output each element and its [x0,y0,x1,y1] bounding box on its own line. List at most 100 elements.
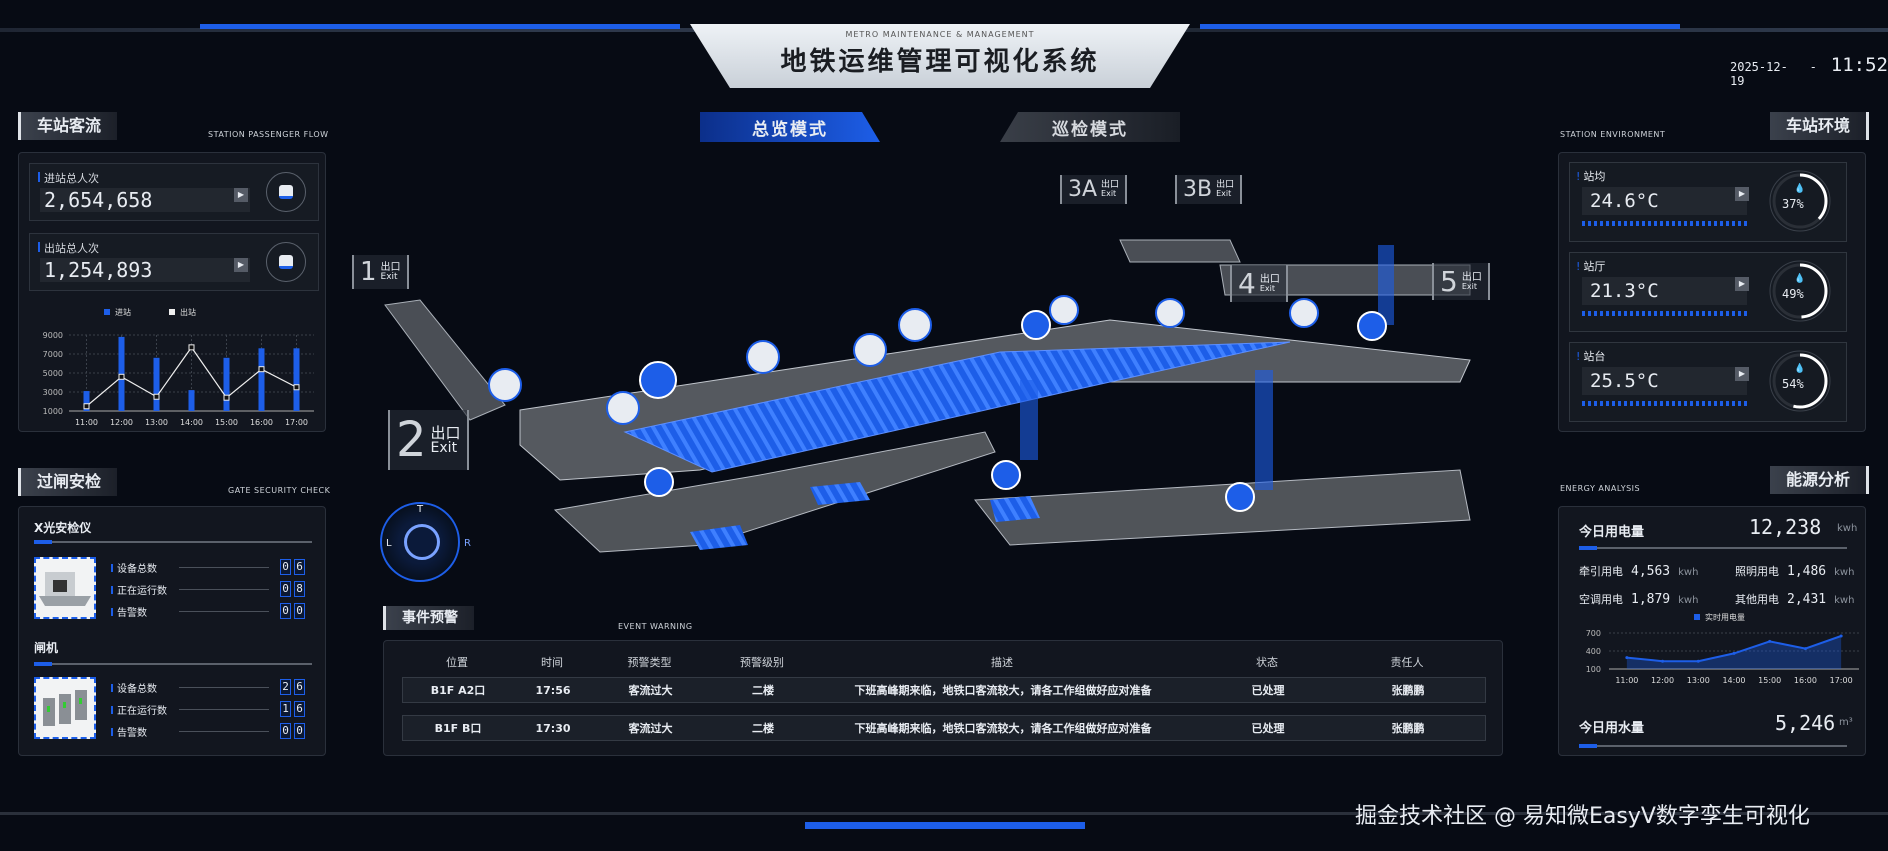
restroom-marker-icon[interactable] [991,460,1021,490]
environment-panel: 站均 24.6°C ▶ 💧 37% 站厅 21.3°C ▶ 💧 49% 站台 2… [1558,152,1866,432]
y-tick-label: 5000 [43,369,63,378]
view-compass[interactable]: T L R [380,502,471,582]
camera-marker-icon[interactable] [488,368,522,402]
x-tick-label: 12:00 [1651,676,1674,685]
water-label: 今日用水量 [1579,721,1645,736]
column-header: 预警级别 [740,656,784,669]
cell-location: B1F A2口 [430,684,486,697]
title-subtitle: METRO MAINTENANCE & MANAGEMENT [845,30,1035,39]
tab-inspection-mode[interactable]: 巡检模式 [1000,112,1180,142]
x-tick-label: 11:00 [1615,676,1638,685]
gate-marker-icon[interactable] [1289,298,1319,328]
item-label: 其他用电 [1735,593,1779,606]
play-icon[interactable]: ▶ [234,258,248,272]
section-title: 能源分析 [1770,466,1870,494]
x-tick-label: 13:00 [1687,676,1710,685]
bar-in [83,391,90,411]
bar-in [153,357,160,411]
camera-marker-icon[interactable] [853,333,887,367]
cell-level: 二楼 [752,722,774,735]
cell-level: 二楼 [752,684,774,697]
bar-in [293,348,300,411]
x-tick-label: 13:00 [145,418,168,427]
cell-time: 17:30 [535,721,571,735]
gate-marker-icon[interactable] [639,361,677,399]
cell-owner: 张鹏鹏 [1391,684,1425,697]
section-title: 过闸安检 [18,468,118,496]
power-unit: kwh [1837,523,1858,534]
digit: 0 [280,581,291,597]
cell-location: B1F B口 [434,722,482,735]
temperature-bar [1582,311,1747,316]
digit: 0 [280,603,291,619]
time: 11:52 [1830,54,1888,76]
platform-highlight[interactable] [623,341,1291,473]
tab-overview-mode[interactable]: 总览模式 [700,112,880,142]
gate-marker-icon[interactable] [1049,295,1079,325]
gate-marker-icon[interactable] [898,308,932,342]
section-subtitle: GATE SECURITY CHECK [228,486,331,495]
energy-section-header: 能源分析 [1770,466,1870,494]
gate-marker-icon[interactable] [1357,311,1387,341]
exit-1-passage [384,299,506,421]
play-icon[interactable]: ▶ [1735,187,1749,201]
station-3d-map[interactable] [340,150,1520,600]
play-icon[interactable]: ▶ [234,188,248,202]
x-tick-label: 11:00 [75,418,98,427]
legend-swatch-out [169,309,175,315]
compass-left[interactable]: L [386,538,392,549]
digit: 0 [280,559,291,575]
data-point [1625,656,1629,660]
y-tick-label: 3000 [43,388,63,397]
item-value: 4,563 [1631,564,1671,579]
compass-right[interactable]: R [464,538,471,549]
point-out [153,393,160,400]
gate-marker-icon[interactable] [1225,482,1255,512]
elevator-shaft [1255,370,1273,490]
droplet-icon: 💧 [1794,182,1805,194]
row-label: 告警数 [111,724,171,739]
divider [34,540,312,544]
compass-top[interactable]: T [417,504,424,515]
camera-marker-icon[interactable] [606,391,640,425]
play-icon[interactable]: ▶ [1735,277,1749,291]
item-value: 1,879 [1631,592,1671,607]
xray-title: X光安检仪 [34,521,92,535]
x-tick-label: 17:00 [285,418,308,427]
camera-marker-icon[interactable] [1155,298,1185,328]
power-value: 12,238 [1749,515,1822,539]
play-icon[interactable]: ▶ [1735,367,1749,381]
humidity-value: 37% [1782,197,1804,211]
gauge-fill [1772,173,1828,229]
cell-status: 已处理 [1251,722,1285,735]
environment-section-header: 车站环境 [1770,112,1870,140]
digit: 6 [294,701,305,717]
restroom-marker-icon[interactable] [644,467,674,497]
gauge-fill [1772,263,1828,319]
bottom-accent [805,822,1085,829]
exit-cn: 出口 [380,261,401,273]
gate-marker-icon[interactable] [746,340,780,374]
stair-highlight [990,496,1040,522]
temperature-bar [1582,401,1747,406]
power-label: 今日用电量 [1579,525,1645,540]
point-out [258,366,265,373]
data-point [1768,639,1772,643]
exit-en: Exit [1101,189,1117,198]
gate-marker-icon[interactable] [1021,310,1051,340]
gate-machine-image [34,677,96,739]
exit-en: Exit [430,439,458,456]
elevator-shaft [1020,380,1038,460]
compass-knob[interactable] [404,524,440,560]
